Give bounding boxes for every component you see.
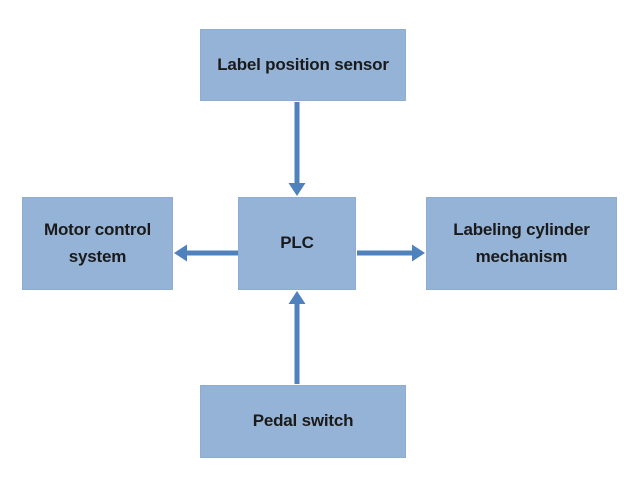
node-label: Labeling cylinder mechanism [453,220,590,266]
node-plc: PLC [238,197,356,290]
arrow-sensor-to-plc [288,102,306,196]
node-label: Label position sensor [217,54,389,74]
node-label: Pedal switch [252,411,354,431]
arrow-pedal-to-plc [288,291,306,384]
arrow-plc-to-cylinder [357,244,425,262]
node-labeling-cylinder-mechanism: Labeling cylinder mechanism [426,197,617,290]
node-label: PLC [280,233,314,253]
arrow-plc-to-motor [174,244,238,262]
node-pedal-switch: Pedal switch [200,385,406,458]
node-motor-control-system: Motor control system [22,197,173,290]
node-label-position-sensor: Label position sensor [200,29,406,101]
node-label: Motor control system [44,220,151,266]
